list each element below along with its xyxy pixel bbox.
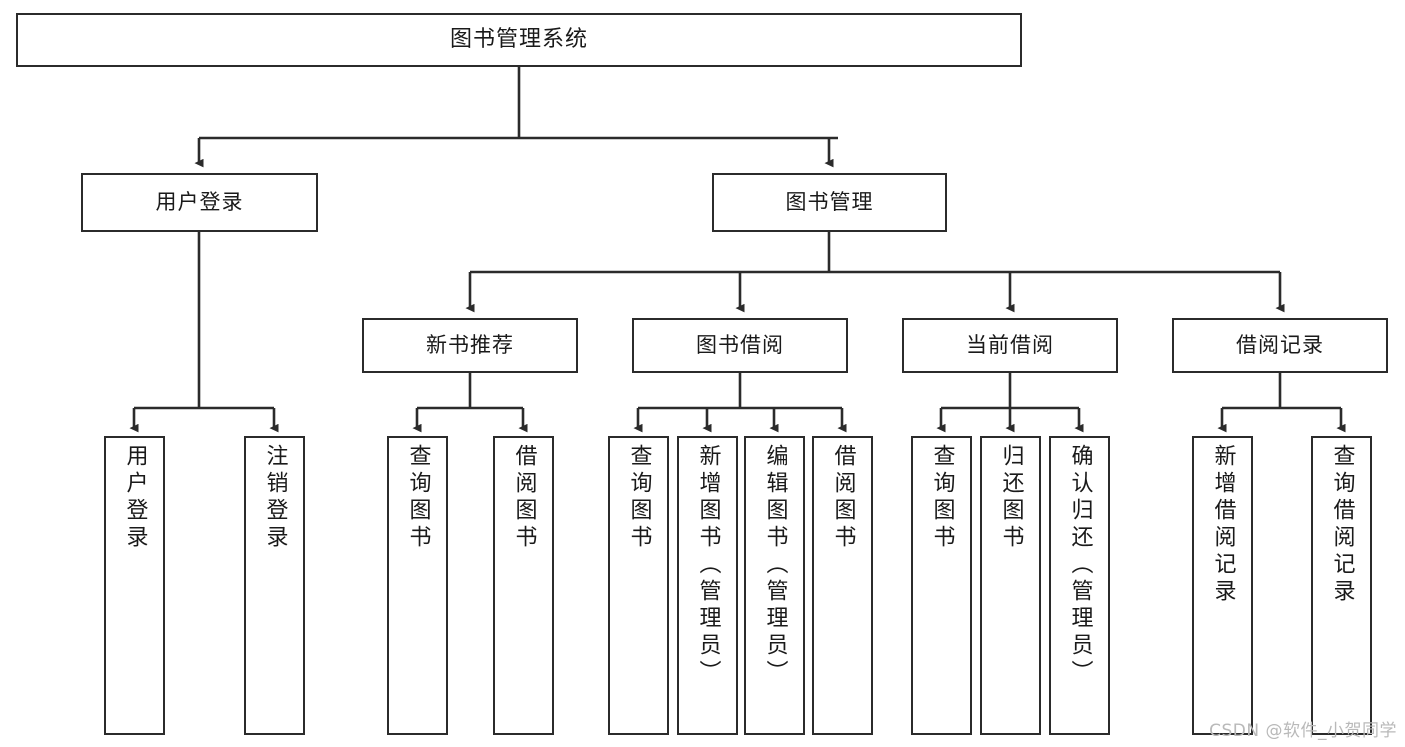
node-leaf-confirm-return[interactable]: 确认归还（管理员） bbox=[1049, 436, 1110, 735]
node-leaf-user-login[interactable]: 用户登录 bbox=[104, 436, 165, 735]
node-book-manage[interactable]: 图书管理 bbox=[712, 173, 947, 232]
csdn-watermark: CSDN @软件_小贺同学 bbox=[1209, 721, 1397, 741]
node-leaf-edit-book-label: 编辑图书（管理员） bbox=[762, 444, 788, 687]
node-leaf-query-record-label: 查询借阅记录 bbox=[1329, 444, 1355, 606]
node-current-borrow-label: 当前借阅 bbox=[966, 333, 1054, 358]
node-leaf-query-record[interactable]: 查询借阅记录 bbox=[1311, 436, 1372, 735]
node-leaf-return-book[interactable]: 归还图书 bbox=[980, 436, 1041, 735]
node-borrow-record-label: 借阅记录 bbox=[1236, 333, 1324, 358]
node-leaf-add-record[interactable]: 新增借阅记录 bbox=[1192, 436, 1253, 735]
node-leaf-query-book-2[interactable]: 查询图书 bbox=[608, 436, 669, 735]
node-leaf-query-book-1-label: 查询图书 bbox=[405, 444, 431, 552]
node-new-book-recommend[interactable]: 新书推荐 bbox=[362, 318, 578, 373]
node-leaf-return-book-label: 归还图书 bbox=[998, 444, 1024, 552]
node-leaf-borrow-book-2-label: 借阅图书 bbox=[830, 444, 856, 552]
node-leaf-borrow-book-2[interactable]: 借阅图书 bbox=[812, 436, 873, 735]
node-leaf-user-login-label: 用户登录 bbox=[122, 444, 148, 552]
node-user-login[interactable]: 用户登录 bbox=[81, 173, 318, 232]
node-borrow-record[interactable]: 借阅记录 bbox=[1172, 318, 1388, 373]
node-leaf-query-book-2-label: 查询图书 bbox=[626, 444, 652, 552]
node-leaf-borrow-book-1-label: 借阅图书 bbox=[511, 444, 537, 552]
node-leaf-query-book-3[interactable]: 查询图书 bbox=[911, 436, 972, 735]
node-leaf-borrow-book-1[interactable]: 借阅图书 bbox=[493, 436, 554, 735]
node-leaf-add-book[interactable]: 新增图书（管理员） bbox=[677, 436, 738, 735]
node-book-borrow-label: 图书借阅 bbox=[696, 333, 784, 358]
node-root-label: 图书管理系统 bbox=[449, 27, 588, 53]
node-leaf-add-book-label: 新增图书（管理员） bbox=[695, 444, 721, 687]
node-current-borrow[interactable]: 当前借阅 bbox=[902, 318, 1118, 373]
node-leaf-confirm-return-label: 确认归还（管理员） bbox=[1067, 444, 1093, 687]
node-book-borrow[interactable]: 图书借阅 bbox=[632, 318, 848, 373]
node-leaf-query-book-1[interactable]: 查询图书 bbox=[387, 436, 448, 735]
node-leaf-logout[interactable]: 注销登录 bbox=[244, 436, 305, 735]
node-leaf-logout-label: 注销登录 bbox=[262, 444, 288, 552]
node-root[interactable]: 图书管理系统 bbox=[16, 13, 1022, 67]
node-new-book-recommend-label: 新书推荐 bbox=[426, 333, 514, 358]
node-leaf-add-record-label: 新增借阅记录 bbox=[1210, 444, 1236, 606]
node-leaf-edit-book[interactable]: 编辑图书（管理员） bbox=[744, 436, 805, 735]
node-leaf-query-book-3-label: 查询图书 bbox=[929, 444, 955, 552]
node-book-manage-label: 图书管理 bbox=[785, 190, 874, 215]
node-user-login-label: 用户登录 bbox=[155, 190, 244, 215]
